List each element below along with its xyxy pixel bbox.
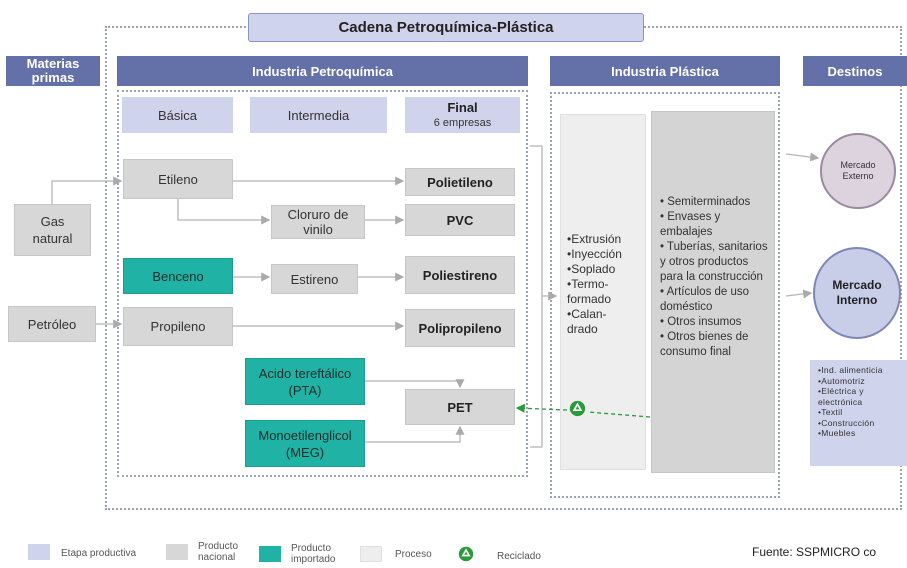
node-propileno: Propileno (123, 307, 233, 346)
product-item: • Otros insumos (660, 316, 742, 328)
raw-gas-natural: Gas natural (14, 204, 91, 256)
destino-mercado-externo: Mercado Externo (820, 133, 896, 209)
product-item: • Otros bienes de consumo final (660, 331, 749, 358)
legend-swatch-importado (259, 546, 281, 562)
node-pta: Acido tereftálico (PTA) (245, 358, 365, 405)
destino-mercado-interno: Mercado Interno (813, 247, 901, 339)
sector-item: •Muebles (818, 428, 856, 438)
product-item: • Tuberías, sanitarios y otros productos… (660, 241, 768, 283)
process-item: •Extrusión (567, 232, 622, 246)
final-polipropileno: Polipropileno (405, 309, 515, 347)
petroquimica-area (117, 90, 528, 477)
legend-label-nacional: Producto nacional (198, 541, 239, 563)
sectors-box: •Ind. alimenticia •Automotriz •Eléctrica… (810, 360, 907, 466)
sector-item: •Automotriz (818, 375, 865, 386)
recycle-icon (458, 546, 474, 562)
process-item: •Calan-drado (567, 307, 607, 336)
page-title: Cadena Petroquímica-Plástica (248, 13, 644, 42)
process-item: •Inyección (567, 247, 622, 261)
legend-swatch-etapa (28, 544, 50, 560)
raw-petroleo: Petróleo (8, 306, 96, 342)
process-item: •Termo-formado (567, 277, 612, 306)
legend-label-importado: Producto importado (291, 543, 336, 565)
header-materias-primas: Materias primas (6, 56, 100, 86)
header-industria-petroquimica: Industria Petroquímica (117, 56, 528, 86)
stage-final: Final 6 empresas (405, 97, 520, 133)
final-pvc: PVC (405, 204, 515, 236)
node-estireno: Estireno (271, 264, 358, 294)
recycle-icon (569, 400, 586, 417)
process-item: •Soplado (567, 262, 616, 276)
legend-label-proceso: Proceso (395, 549, 432, 560)
legend-swatch-nacional (166, 544, 188, 560)
product-item: • Semiterminados (660, 196, 751, 208)
legend-label-etapa: Etapa productiva (61, 548, 137, 559)
node-etileno: Etileno (123, 159, 233, 199)
sector-item: •Eléctrica y electrónica (818, 386, 864, 407)
sector-item: •Construcción (818, 417, 875, 428)
legend: Etapa productiva Producto nacional Produ… (10, 540, 570, 565)
final-polietileno: Polietileno (405, 168, 515, 196)
header-industria-plastica: Industria Plástica (550, 56, 780, 86)
node-benceno: Benceno (123, 258, 233, 294)
stage-intermedia: Intermedia (250, 97, 387, 133)
final-poliestireno: Poliestireno (405, 256, 515, 294)
product-item: • Artículos de uso doméstico (660, 286, 750, 313)
sector-item: •Ind. alimenticia (818, 365, 883, 375)
node-meg: Monoetilenglicol (MEG) (245, 420, 365, 467)
stage-final-label: Final (447, 100, 478, 115)
product-item: • Envases y embalajes (660, 211, 721, 238)
products-box: • Semiterminados • Envases y embalajes •… (651, 111, 775, 473)
final-pet: PET (405, 389, 515, 425)
stage-basica: Básica (122, 97, 233, 133)
node-cloruro-de-vinilo: Cloruro de vinilo (271, 205, 365, 239)
legend-label-reciclado: Reciclado (497, 551, 541, 562)
source-note: Fuente: SSPMICRO co (752, 545, 877, 559)
sector-item: •Textil (818, 407, 843, 417)
legend-swatch-proceso (360, 546, 382, 562)
header-destinos: Destinos (803, 56, 907, 86)
stage-final-sub: 6 empresas (433, 117, 492, 129)
